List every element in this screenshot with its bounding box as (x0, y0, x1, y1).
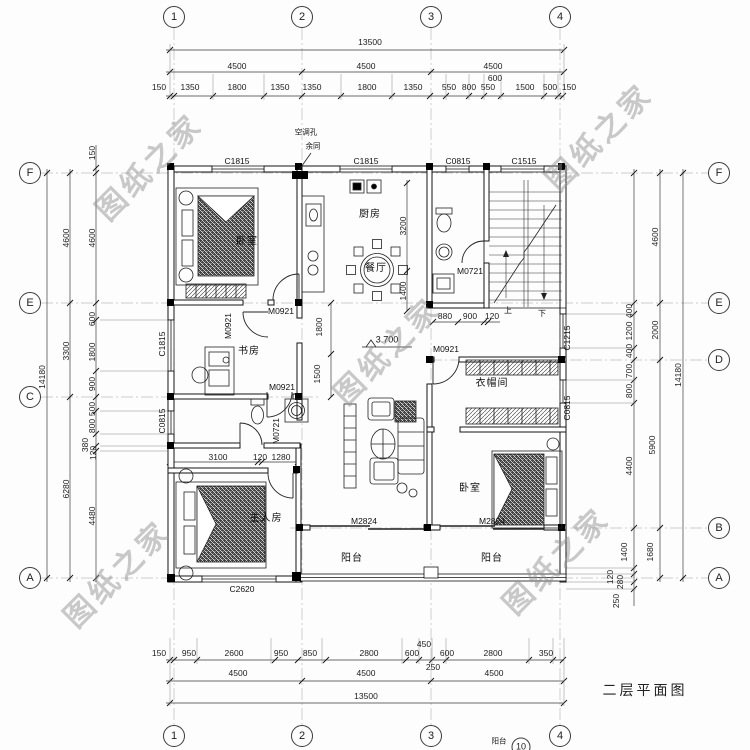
annotation-marks (298, 152, 412, 348)
dimension-ticks (43, 46, 687, 707)
extension-lines (100, 44, 636, 706)
stairs (489, 180, 562, 307)
furniture (175, 179, 563, 581)
windows (167, 165, 567, 583)
dimension-lines (46, 49, 684, 704)
columns (167, 163, 565, 582)
doors (239, 240, 544, 530)
grid-lines (41, 28, 708, 725)
